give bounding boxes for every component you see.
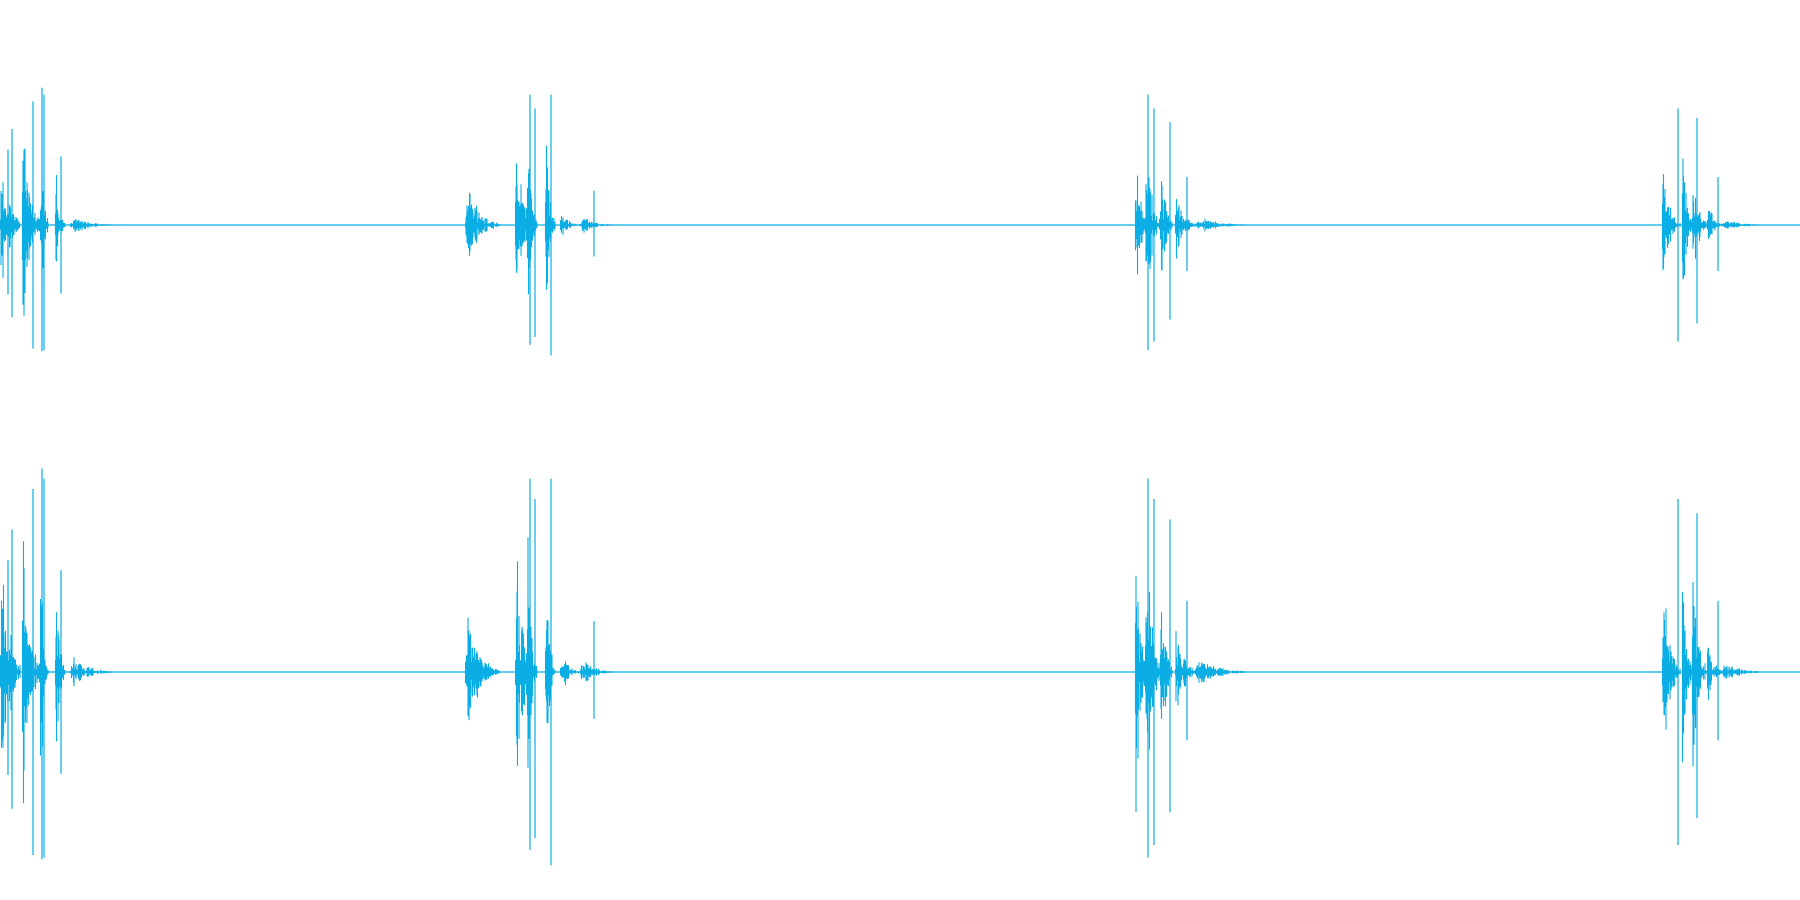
waveform-channel-left [0,87,1800,356]
waveform-trace [0,537,1759,813]
waveform-channel-right [0,468,1800,866]
waveform-trace [0,145,1759,316]
